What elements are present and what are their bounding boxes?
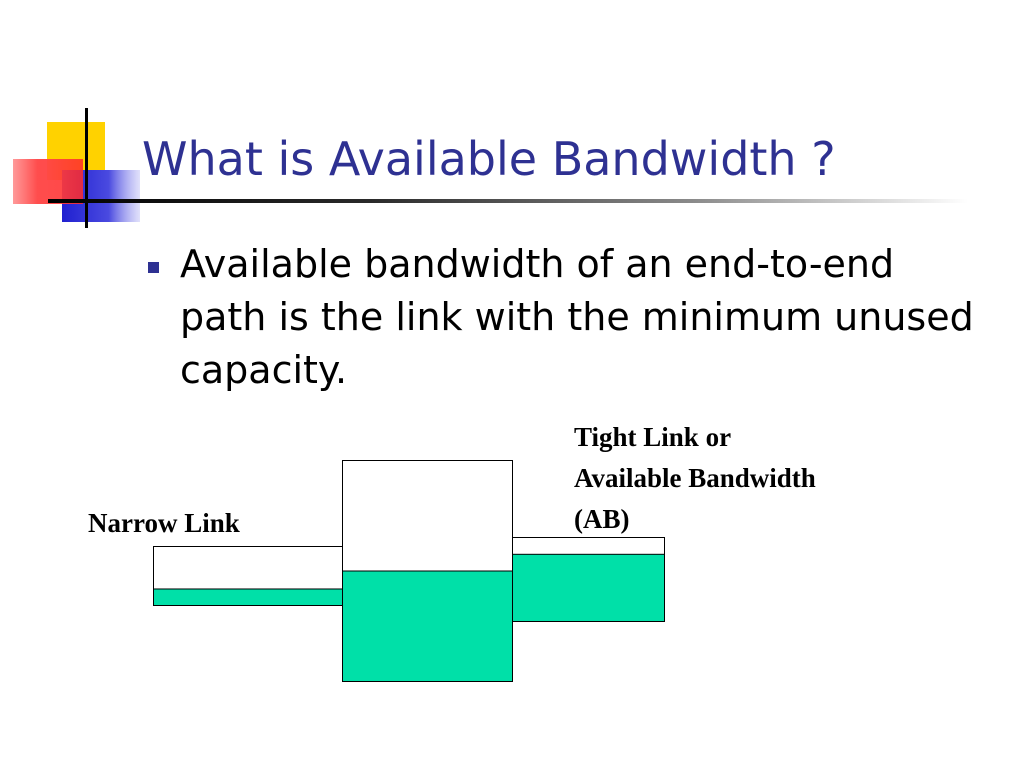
bullet-square-icon <box>148 262 159 273</box>
bandwidth-diagram: Narrow Link Tight Link or Available Band… <box>88 422 823 682</box>
wide-link-used-capacity <box>342 570 513 682</box>
narrow-link-label: Narrow Link <box>88 508 240 538</box>
tight-link-label-line: Tight Link or <box>574 422 731 452</box>
logo-red-bar <box>13 159 83 204</box>
slide-logo-graphic <box>13 108 140 228</box>
bullet-text: Available bandwidth of an end-to-end pat… <box>180 242 974 392</box>
tight-link-label-line: (AB) <box>574 504 630 534</box>
title-underline <box>48 199 968 203</box>
tight-link-label-line: Available Bandwidth <box>574 463 816 493</box>
narrow-link-used-capacity <box>153 588 343 606</box>
tight-link-used-capacity <box>512 553 665 622</box>
logo-vertical-line <box>85 108 88 228</box>
slide-title: What is Available Bandwidth ? <box>142 132 836 186</box>
tight-link-label: Tight Link or Available Bandwidth (AB) <box>574 422 823 534</box>
